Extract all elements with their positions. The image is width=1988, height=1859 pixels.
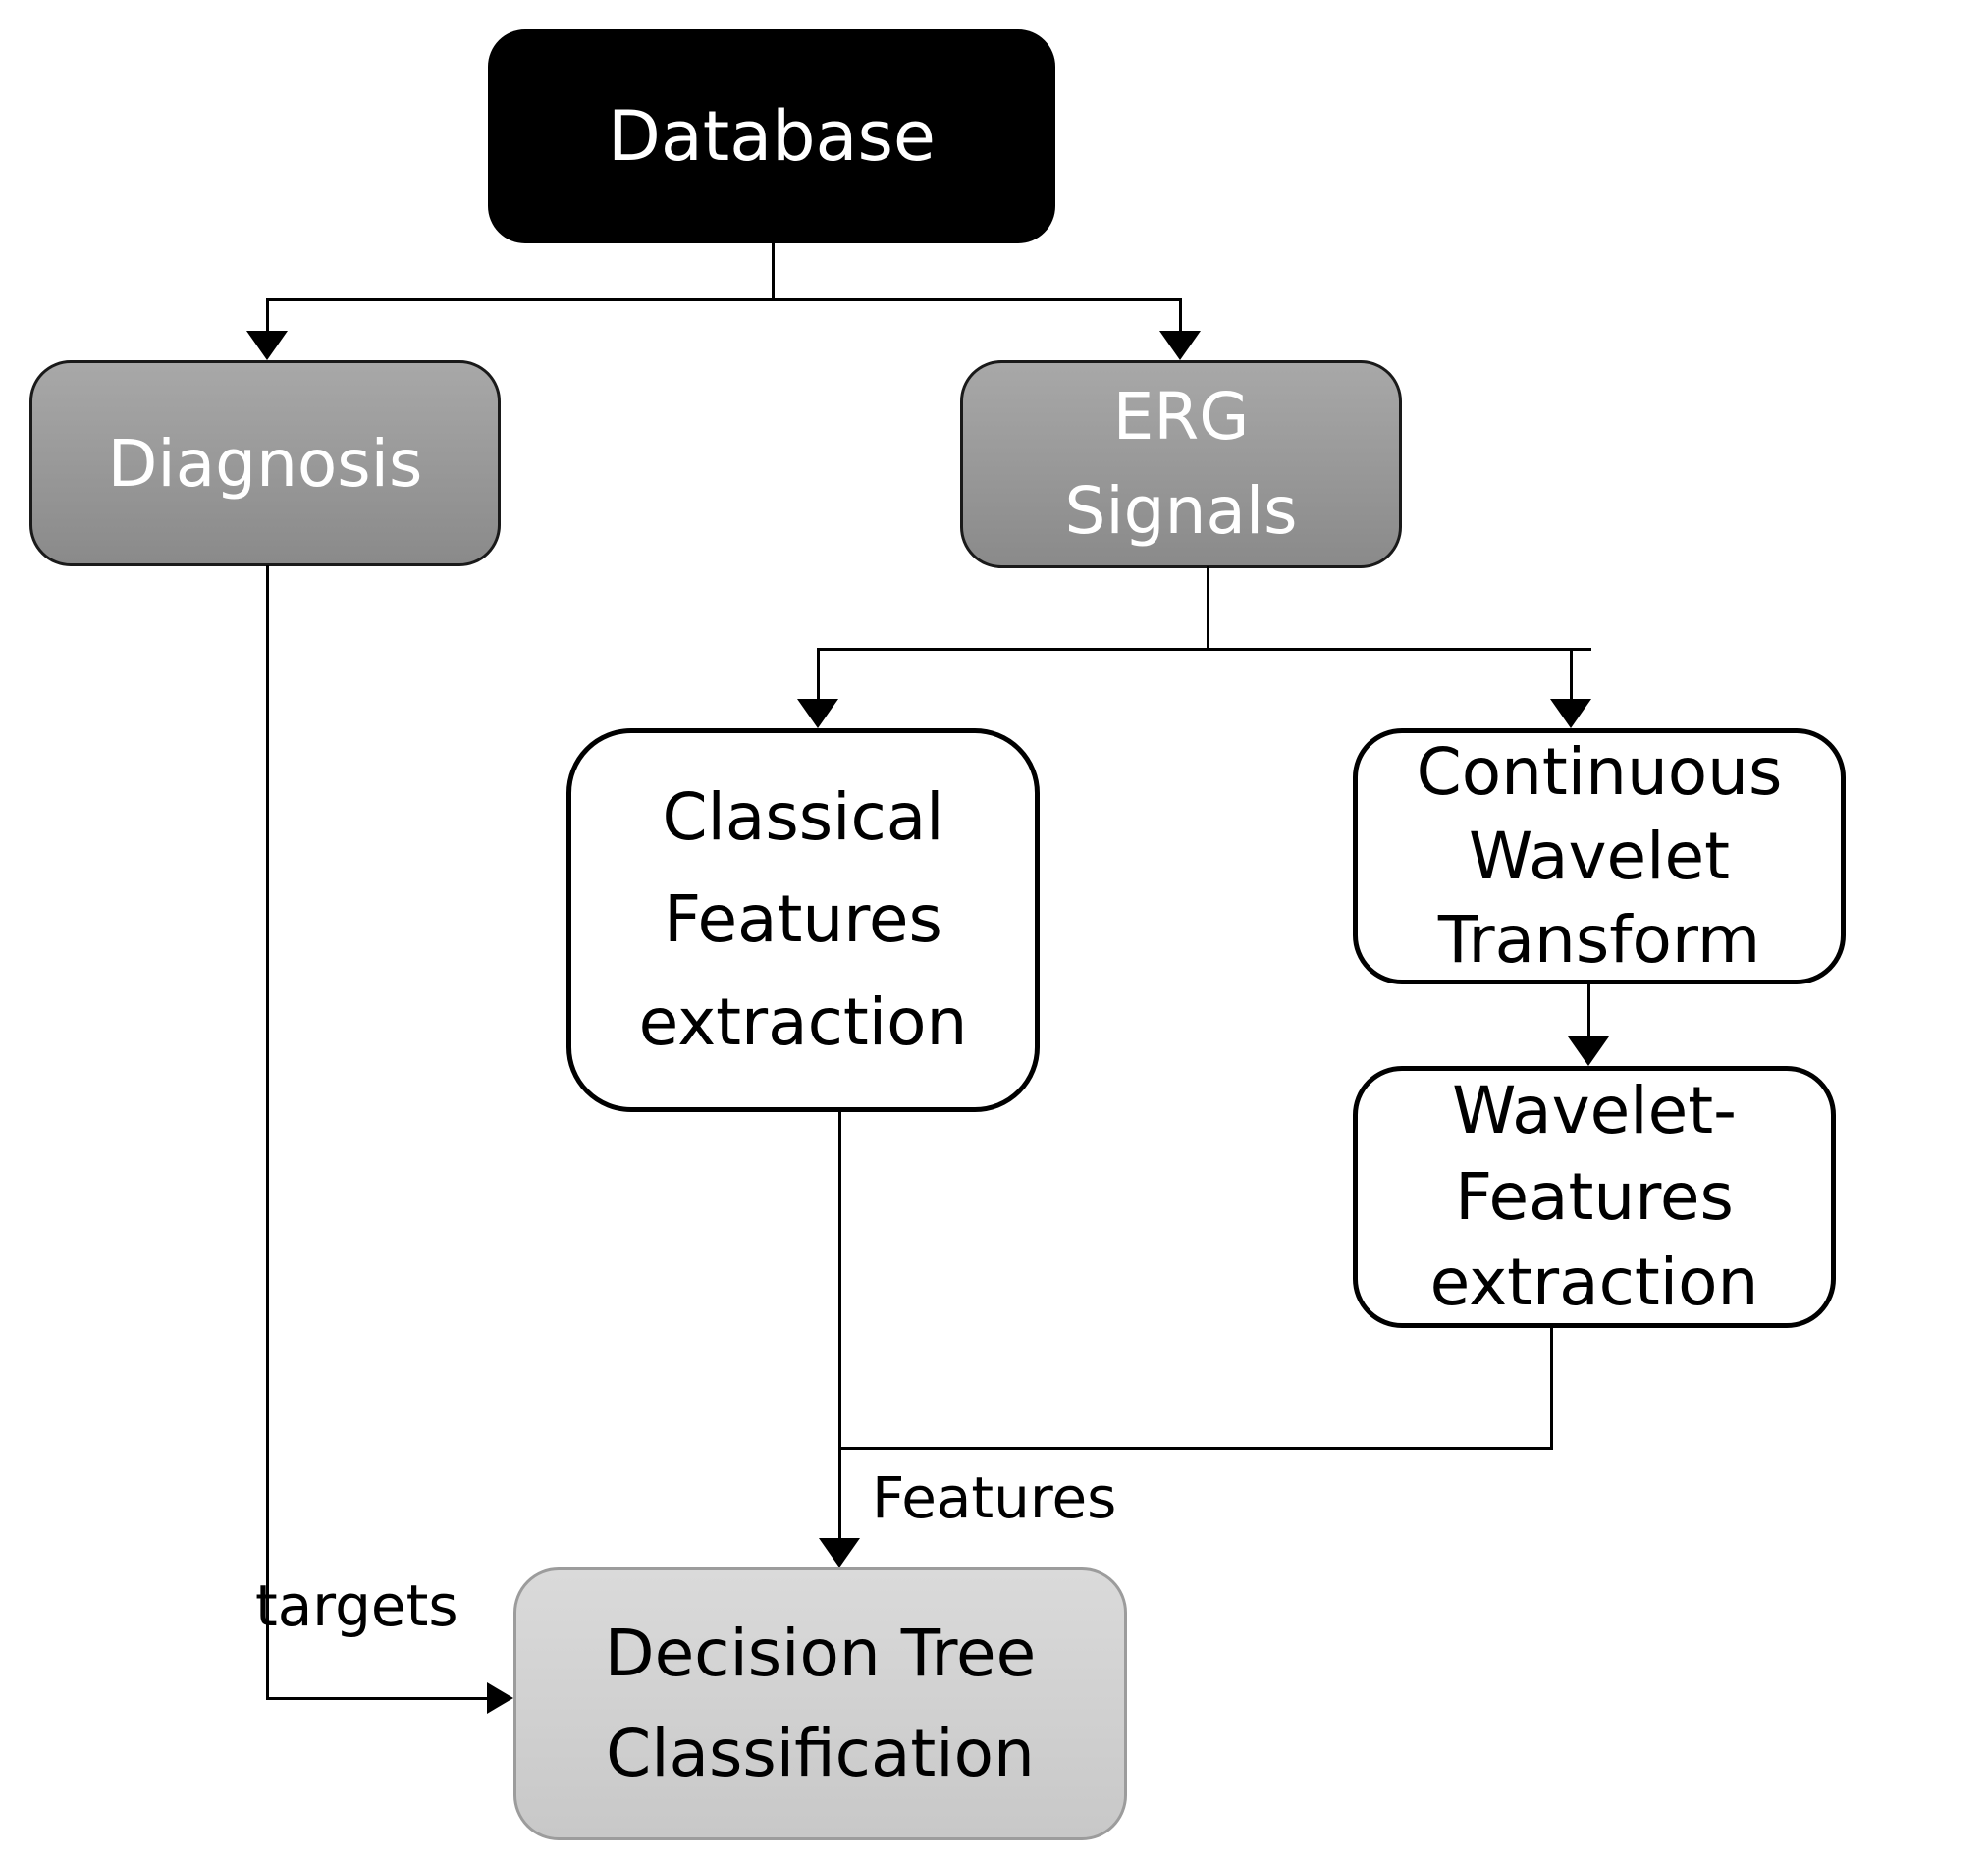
- node-classical-features-extraction: Classical Features extraction: [566, 728, 1040, 1112]
- edge-drop-to-diagnosis: [266, 298, 269, 334]
- node-wavelet-line2: Features: [1455, 1158, 1734, 1235]
- node-cwt-line3: Transform: [1437, 902, 1761, 979]
- edge-features-vertical: [838, 1111, 841, 1540]
- node-classical-line3: extraction: [638, 983, 968, 1060]
- arrowhead-into-wavelet: [1568, 1036, 1609, 1066]
- node-database: Database: [488, 29, 1055, 243]
- arrowhead-into-diagnosis: [246, 331, 288, 360]
- edge-erg-stem: [1207, 566, 1209, 651]
- edge-merge-horizontal: [838, 1447, 1553, 1450]
- arrowhead-into-decision-left: [487, 1682, 513, 1714]
- arrowhead-into-cwt: [1550, 699, 1591, 728]
- edge-top-split-horizontal: [266, 298, 1182, 301]
- node-diagnosis: Diagnosis: [29, 360, 501, 566]
- node-diagnosis-label: Diagnosis: [107, 425, 423, 502]
- node-wavelet-line1: Wavelet-: [1452, 1072, 1737, 1148]
- node-erg-signals: ERG Signals: [960, 360, 1402, 568]
- edge-database-stem: [772, 242, 775, 301]
- node-classical-line2: Features: [664, 881, 942, 958]
- node-cwt-line2: Wavelet: [1469, 818, 1730, 894]
- arrowhead-into-classical: [797, 699, 838, 728]
- edge-targets-horizontal: [266, 1697, 489, 1700]
- node-decision-line1: Decision Tree: [604, 1615, 1037, 1691]
- node-continuous-wavelet-transform: Continuous Wavelet Transform: [1353, 728, 1846, 984]
- node-database-label: Database: [607, 96, 936, 177]
- arrowhead-into-decision-top: [819, 1538, 860, 1567]
- edge-mid-split-horizontal: [817, 648, 1591, 651]
- edge-targets-vertical: [266, 565, 269, 1700]
- edge-wavelet-stem: [1550, 1326, 1553, 1450]
- node-erg-signals-line2: Signals: [1064, 473, 1298, 549]
- edge-label-targets: targets: [255, 1572, 458, 1639]
- node-cwt-line1: Continuous: [1416, 733, 1783, 810]
- edge-cwt-to-wavelet: [1587, 983, 1590, 1038]
- arrowhead-into-erg: [1159, 331, 1201, 360]
- edge-label-features: Features: [872, 1464, 1117, 1531]
- edge-drop-to-cwt: [1570, 648, 1573, 702]
- node-wavelet-features-extraction: Wavelet- Features extraction: [1353, 1066, 1836, 1328]
- node-decision-line2: Classification: [606, 1716, 1035, 1791]
- node-classical-line1: Classical: [662, 779, 944, 856]
- edge-drop-to-erg: [1179, 298, 1182, 334]
- node-wavelet-line3: extraction: [1429, 1245, 1759, 1321]
- edge-drop-to-classical: [817, 648, 820, 702]
- node-erg-signals-line1: ERG: [1112, 379, 1250, 455]
- node-decision-tree-classification: Decision Tree Classification: [513, 1567, 1127, 1840]
